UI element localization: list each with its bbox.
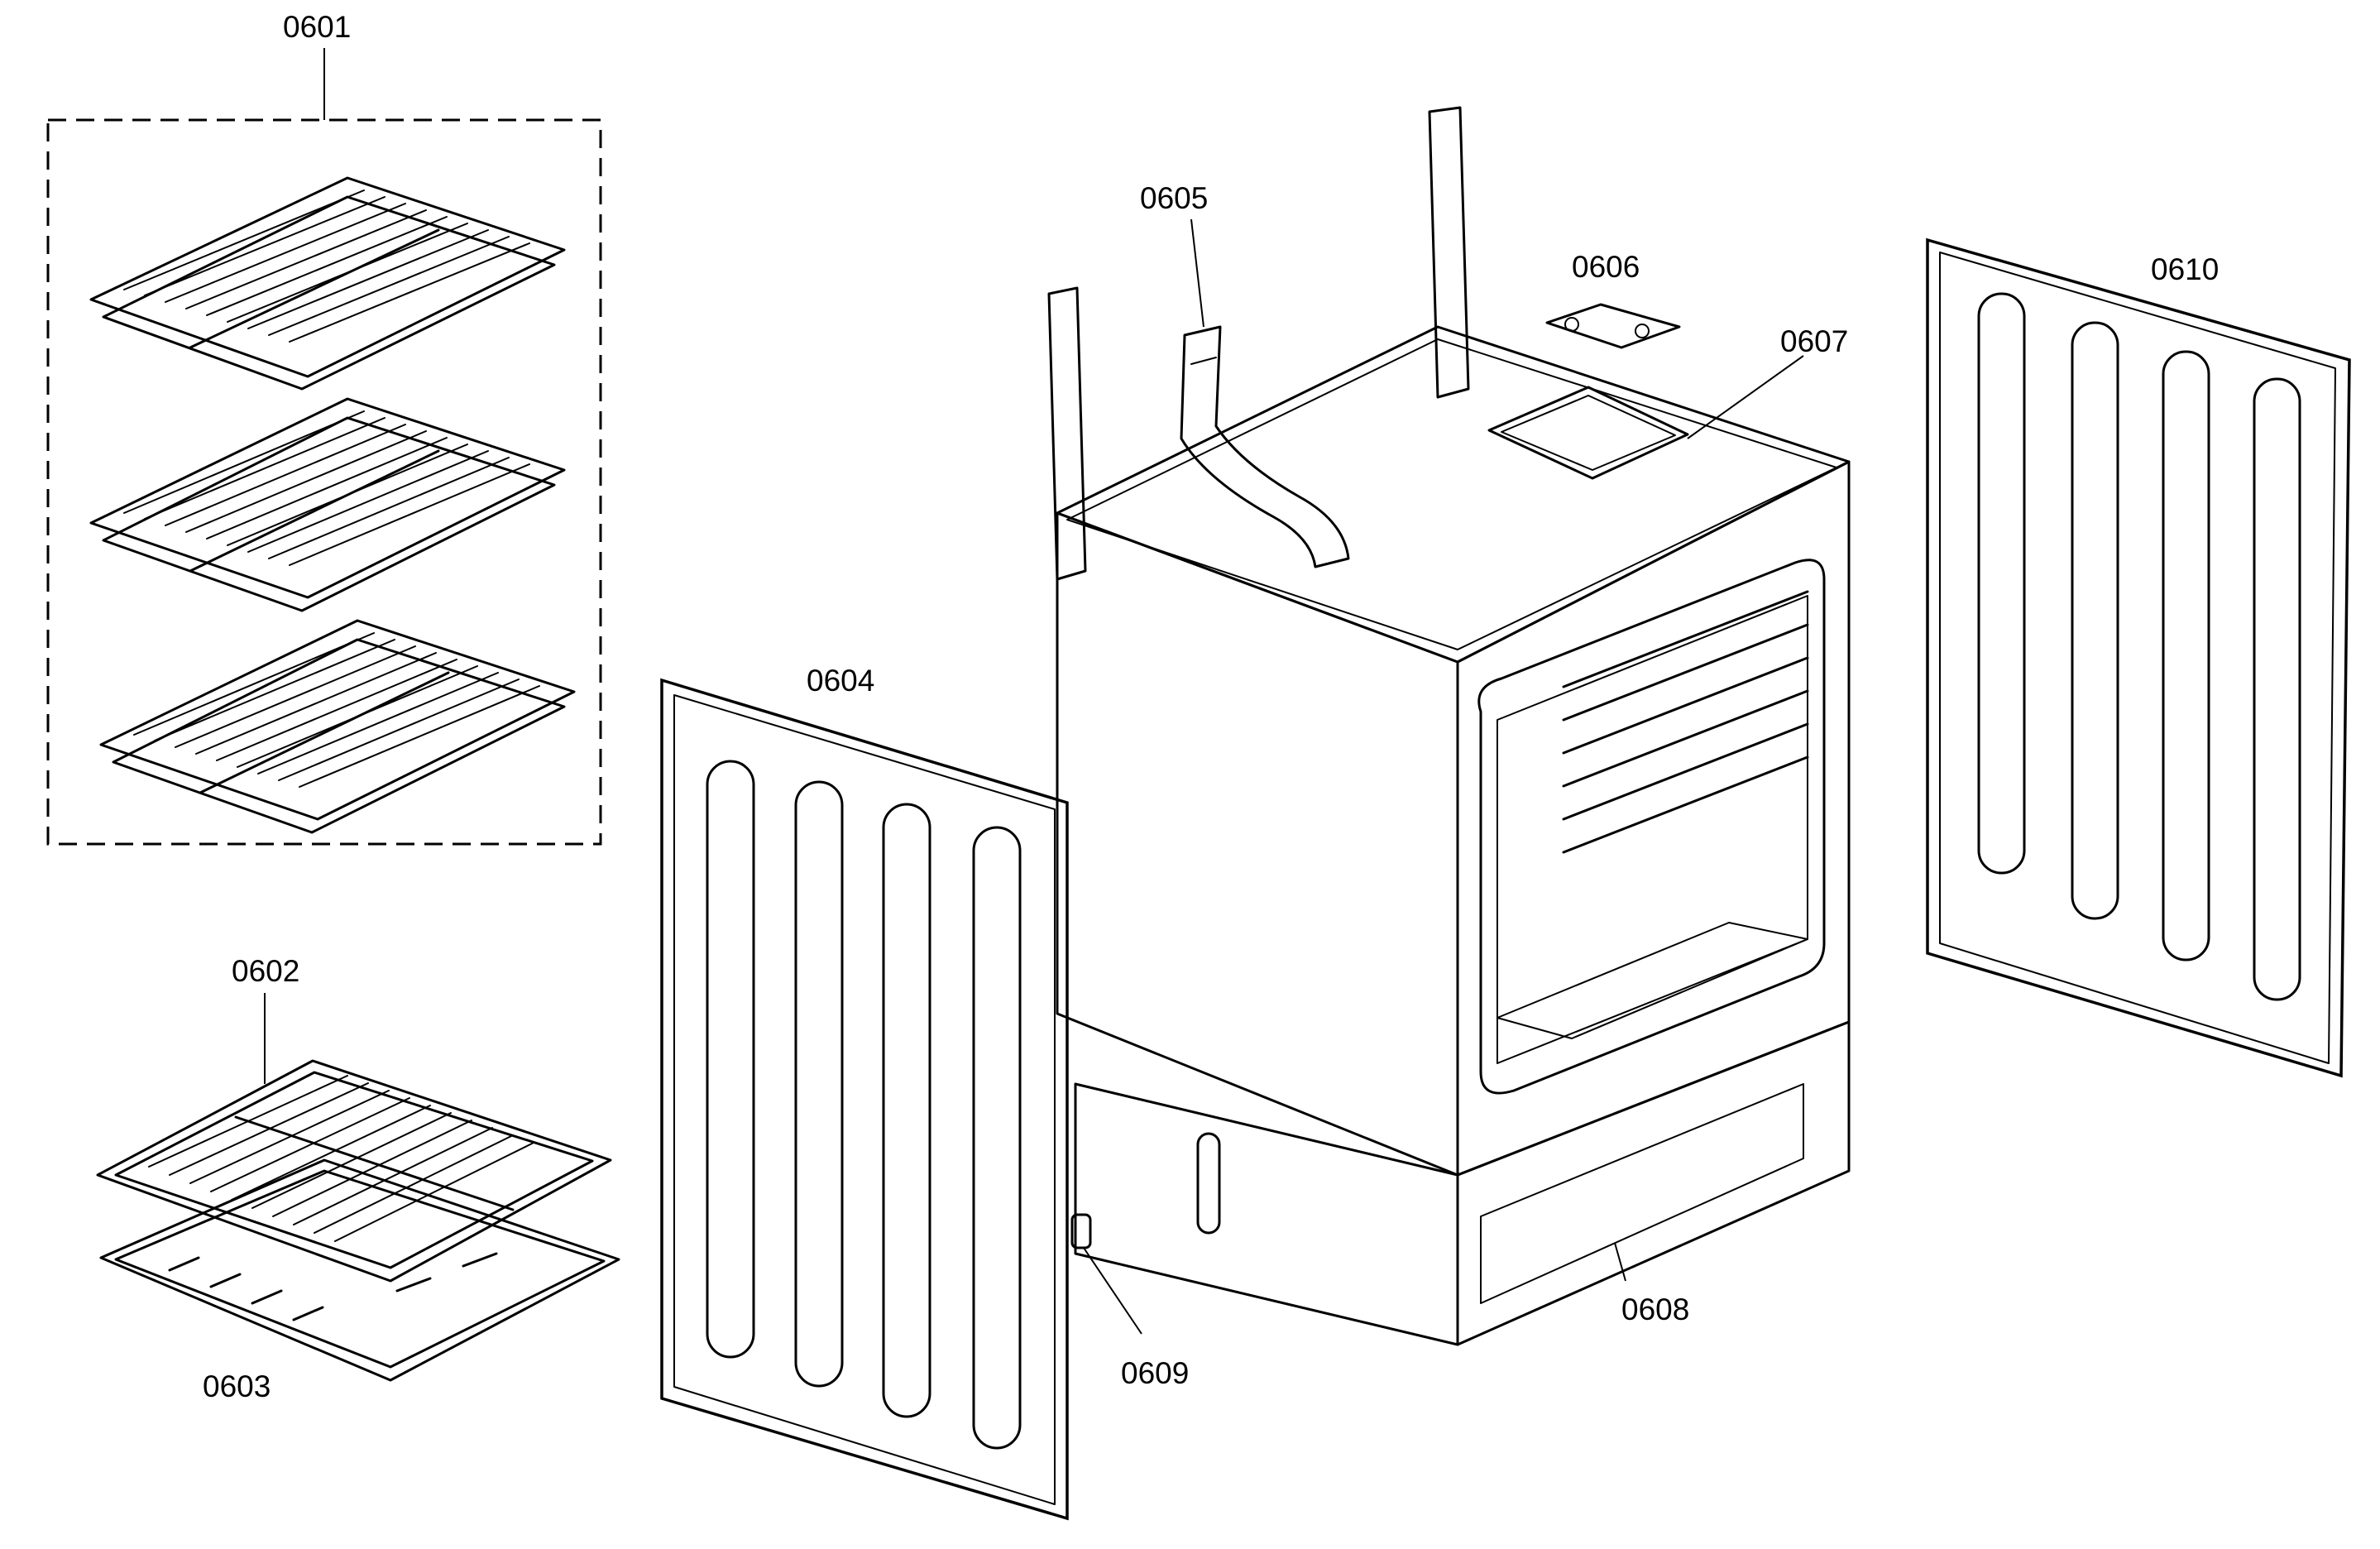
vent-duct[interactable]: 0605 [1140, 181, 1350, 568]
leveling-leg-leader [1083, 1247, 1142, 1335]
panel-stiffening-rib [972, 826, 1022, 1450]
label-0608: 0608 [1621, 1292, 1689, 1326]
oven-cavity-frame [1047, 106, 1851, 1346]
vent-duct-leader [1190, 218, 1204, 328]
broil-pan-group[interactable]: 0602 0603 [96, 954, 620, 1403]
racks-group-box [46, 118, 602, 846]
label-0603: 0603 [203, 1369, 271, 1403]
broil-pan-grid [96, 1059, 612, 1283]
broil-pan [99, 1158, 620, 1382]
oven-rack-1 [89, 176, 566, 391]
label-0605: 0605 [1140, 181, 1208, 215]
label-0602: 0602 [232, 954, 299, 988]
oven-rack-2 [89, 397, 566, 612]
drawer-frame[interactable]: 0608 [1614, 1242, 1689, 1326]
label-0607: 0607 [1780, 324, 1848, 358]
label-0610: 0610 [2151, 252, 2219, 286]
label-0601: 0601 [283, 10, 351, 44]
vent-box[interactable]: 0607 [1487, 324, 1848, 480]
panel-stiffening-rib [2253, 377, 2301, 1001]
oven-racks-group[interactable]: 0601 [46, 10, 602, 846]
panel-stiffening-rib [882, 803, 931, 1418]
panel-stiffening-rib [2071, 321, 2119, 920]
panel-stiffening-rib [2162, 350, 2210, 962]
right-side-panel[interactable]: 0610 [1926, 237, 2351, 1078]
panel-stiffening-rib [706, 760, 755, 1359]
label-0609: 0609 [1121, 1356, 1189, 1390]
panel-stiffening-rib [794, 780, 844, 1388]
left-side-panel[interactable]: 0604 [660, 664, 1069, 1521]
label-0606: 0606 [1572, 250, 1640, 284]
panel-stiffening-rib [1977, 292, 2026, 875]
top-bracket[interactable]: 0606 [1545, 250, 1681, 349]
leveling-leg[interactable]: 0609 [1070, 1213, 1189, 1390]
drawer-frame-leader [1614, 1242, 1626, 1282]
oven-rack-3 [99, 619, 576, 834]
label-0604: 0604 [807, 664, 874, 698]
vent-box-leader [1687, 355, 1804, 439]
